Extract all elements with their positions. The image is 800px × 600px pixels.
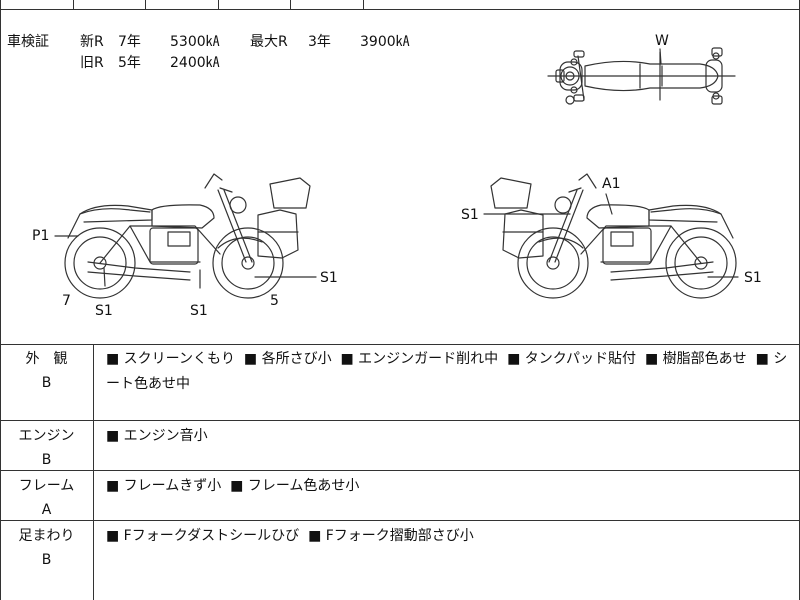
- section-divider: [0, 470, 800, 471]
- section-suspension-title: 足まわり: [18, 528, 75, 544]
- left-border: [0, 0, 1, 600]
- issue-item: ■ 各所さび小: [243, 351, 332, 367]
- section-suspension-items: ■ Fフォークダストシールひび ■ Fフォーク摺動部さび小: [106, 524, 790, 549]
- new-r-years: 7年: [118, 34, 141, 50]
- section-divider: [0, 420, 800, 421]
- motorcycle-diagrams: [54, 47, 739, 299]
- issue-item: ■ フレームきず小: [106, 478, 222, 494]
- max-r-label: 最大R: [250, 34, 288, 50]
- column-divider: [93, 344, 94, 600]
- top-view-marker-w: W: [655, 33, 669, 49]
- section-exterior-title: 外 観: [25, 351, 68, 367]
- marker-front-tire: 7: [62, 293, 71, 309]
- old-r-value: 2400㎄: [170, 55, 220, 71]
- inspection-label: 車検証: [7, 34, 49, 50]
- leader-a1: [605, 193, 613, 215]
- header-divider: [290, 0, 291, 9]
- marker-s1-rear-left: S1: [320, 270, 338, 286]
- max-r-value: 3900㎄: [360, 34, 410, 50]
- section-frame-items: ■ フレームきず小 ■ フレーム色あせ小: [106, 474, 790, 499]
- old-r-label: 旧R: [80, 55, 104, 71]
- left-side-motorcycle: [64, 173, 311, 299]
- issue-item: ■ エンジンガード削れ中: [340, 351, 499, 367]
- issue-item: ■ 樹脂部色あせ: [644, 351, 747, 367]
- section-frame-grade: A: [41, 502, 52, 518]
- section-exterior-grade: B: [41, 375, 52, 391]
- marker-a1: A1: [602, 176, 621, 192]
- marker-s1-exhaust: S1: [95, 303, 113, 319]
- issue-item: ■ タンクパッド貼付: [507, 351, 637, 367]
- old-r-years: 5年: [118, 55, 141, 71]
- section-engine-title: エンジン: [18, 428, 75, 444]
- new-r-value: 5300㎄: [170, 34, 220, 50]
- marker-p1: P1: [32, 228, 50, 244]
- header-divider: [145, 0, 146, 9]
- marker-rear-tire: 5: [270, 293, 279, 309]
- section-exterior-items: ■ スクリーンくもり ■ 各所さび小 ■ エンジンガード削れ中 ■ タンクパッド…: [106, 347, 790, 397]
- max-r-years: 3年: [308, 34, 331, 50]
- header-divider: [218, 0, 219, 9]
- top-view-leader-w: [659, 48, 662, 65]
- top-view-motorcycle: [547, 47, 736, 105]
- section-suspension-grade: B: [41, 552, 52, 568]
- issue-item: ■ Fフォークダストシールひび: [106, 528, 300, 544]
- header-divider: [363, 0, 364, 9]
- section-engine-grade: B: [41, 452, 52, 468]
- issue-item: ■ エンジン音小: [106, 428, 208, 444]
- issue-item: ■ フレーム色あせ小: [230, 478, 360, 494]
- section-frame-title: フレーム: [18, 478, 75, 494]
- issue-item: ■ Fフォーク摺動部さび小: [308, 528, 474, 544]
- section-divider: [0, 344, 800, 345]
- header-divider: [73, 0, 74, 9]
- new-r-label: 新R: [80, 34, 104, 50]
- leader-s1-exhaust: [103, 267, 106, 287]
- issue-item: ■ シート色あせ中: [106, 351, 788, 392]
- right-side-motorcycle: [490, 173, 737, 299]
- marker-s1-bag: S1: [461, 207, 479, 223]
- marker-s1-rear-right: S1: [744, 270, 762, 286]
- issue-item: ■ スクリーンくもり: [106, 351, 235, 367]
- section-divider: [0, 520, 800, 521]
- header-bottom-border: [0, 9, 800, 10]
- section-engine-items: ■ エンジン音小: [106, 424, 790, 449]
- marker-s1-mid: S1: [190, 303, 208, 319]
